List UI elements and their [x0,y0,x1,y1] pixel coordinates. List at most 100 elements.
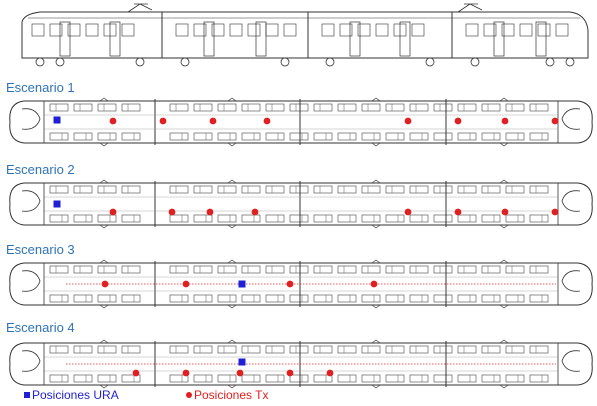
seat-block [217,294,237,303]
seat-block [49,214,69,223]
side-door [493,21,505,57]
seat-block [481,185,501,194]
seat-block [265,345,285,354]
ura-position-marker [238,280,246,288]
seat-block [121,265,141,274]
seat-block [529,294,549,303]
seat-block [337,294,357,303]
tx-position-marker [404,117,412,125]
seat-block [193,132,213,141]
seat-block [337,265,357,274]
side-window [247,23,261,37]
seat-block [529,374,549,383]
cab-front [21,108,41,130]
legend-tx-label: Posiciones Tx [194,388,269,402]
door-mark [227,259,237,309]
seat-block [121,294,141,303]
seat-block [409,374,429,383]
cab-rear [561,190,581,212]
seat-block [121,374,141,383]
seat-block [385,345,405,354]
seat-block [505,214,525,223]
seat-block [385,374,405,383]
ura-position-marker [53,200,61,208]
seat-block [385,185,405,194]
seat-block [433,265,453,274]
side-window [375,23,389,37]
door-mark [371,259,381,309]
legend-ura: Posiciones URA [24,388,119,402]
scenario-2-floor-plan [9,179,593,229]
cab-front [21,190,41,212]
hull-outline [9,262,593,306]
seat-block [49,132,69,141]
side-window [193,23,207,37]
hull-outline [9,100,593,144]
seat-block [289,345,309,354]
seat-block [505,374,525,383]
seat-block [241,294,261,303]
seat-block [505,103,525,112]
seat-block [97,214,117,223]
side-window [49,23,63,37]
seat-block [73,103,93,112]
seat-block [49,374,69,383]
seat-block [241,374,261,383]
ura-position-marker [238,358,246,366]
wheel [135,57,145,67]
seat-block [73,185,93,194]
seat-block [505,345,525,354]
seat-block [49,103,69,112]
seat-block [433,294,453,303]
seat-block [265,103,285,112]
tx-position-marker [501,208,509,216]
legend-tx: Posiciones Tx [186,388,268,402]
seat-block [169,214,189,223]
seat-block [385,103,405,112]
seat-block [217,185,237,194]
train-body-outline [21,11,589,59]
side-window [85,23,99,37]
seat-block [313,374,333,383]
seat-block [433,132,453,141]
seat-block [169,345,189,354]
cab-rear [561,108,581,130]
seat-block [73,214,93,223]
pantograph [457,3,483,13]
seat-block [97,374,117,383]
seat-block [409,345,429,354]
door-mark [99,339,109,389]
side-window [229,23,243,37]
seat-block [337,132,357,141]
seat-block [217,265,237,274]
side-window [321,23,335,37]
seat-block [313,345,333,354]
seat-block [73,265,93,274]
seat-block [313,265,333,274]
side-window [121,23,135,37]
seat-block [121,103,141,112]
seat-block [385,132,405,141]
seat-block [265,132,285,141]
position-markers [53,116,559,377]
cab-front [21,350,41,372]
seat-block [73,374,93,383]
seat-block [289,185,309,194]
seat-block [409,214,429,223]
seat-block [49,294,69,303]
seat-block [49,265,69,274]
side-window [555,23,569,37]
seat-block [361,214,381,223]
seat-block [73,345,93,354]
seat-block [361,185,381,194]
seat-block [241,185,261,194]
seat-block [385,294,405,303]
seat-block [289,374,309,383]
door-mark [371,339,381,389]
seat-block [337,185,357,194]
seat-block [169,103,189,112]
side-window [211,23,225,37]
seat-block [121,132,141,141]
seat-block [169,185,189,194]
